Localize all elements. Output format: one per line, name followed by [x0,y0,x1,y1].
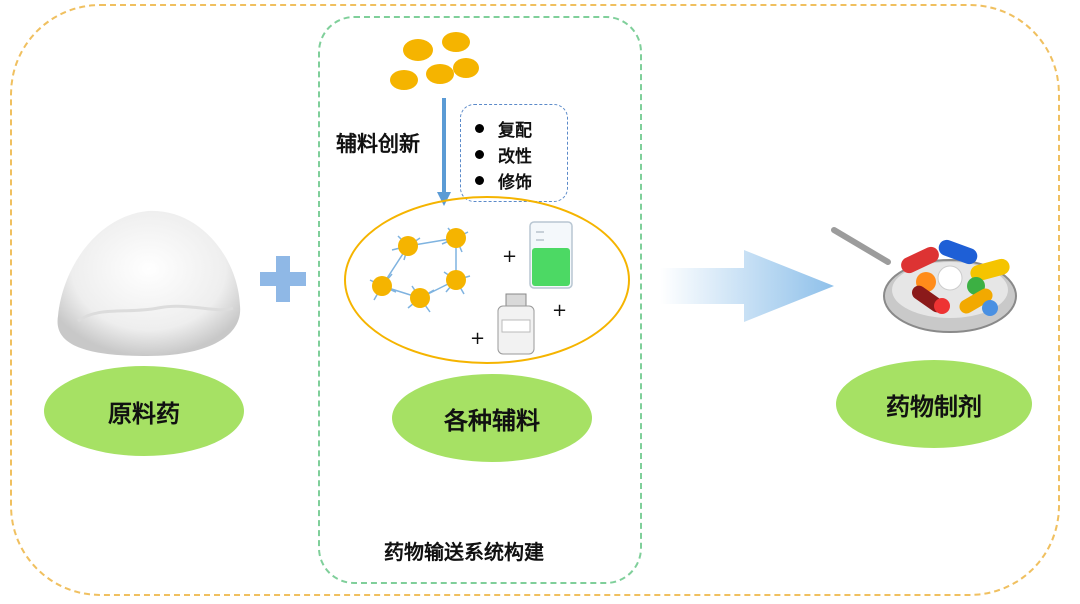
bullet-icon [475,175,484,185]
innovation-callout: 复配 改性 修饰 [460,104,568,202]
particles-icon [390,32,479,90]
excipients-ellipse [344,196,630,364]
system-title: 药物输送系统构建 [384,540,544,564]
list-item: 复配 [475,115,567,141]
spoon-pills-image [831,227,1017,333]
formulation-label: 药物制剂 [886,392,982,421]
bottle-icon [497,293,535,355]
drug-delivery-system-frame [318,16,642,584]
powder-image [57,210,241,356]
raw-drug-pill: 原料药 [44,366,244,456]
plus-sign: + [502,246,518,267]
down-arrow-icon [437,98,451,206]
outer-frame [10,4,1060,596]
beaker-icon [529,221,573,289]
bullet-icon [475,149,484,159]
polymer-network-icon [369,227,471,313]
bullet-icon [475,123,484,133]
plus-sign: + [552,300,568,321]
innovation-label: 辅料创新 [336,132,420,156]
plus-sign: + [470,328,486,349]
list-item: 修饰 [475,167,567,193]
list-item: 改性 [475,141,567,167]
excipients-pill: 各种辅料 [392,374,592,462]
formulation-pill: 药物制剂 [836,360,1032,448]
excipients-label: 各种辅料 [444,406,540,435]
plus-icon [260,256,306,302]
right-arrow-icon [660,250,834,322]
raw-drug-label: 原料药 [108,399,180,428]
